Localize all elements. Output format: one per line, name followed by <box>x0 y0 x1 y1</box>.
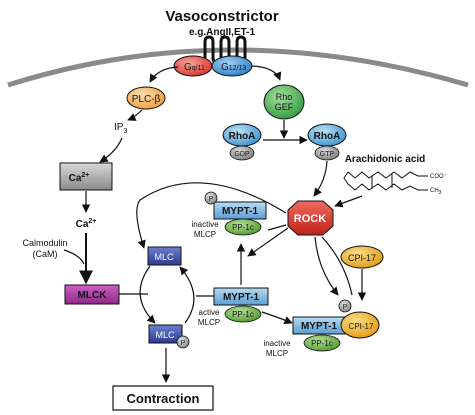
arrow-active-to-inactive-bottom <box>261 311 293 324</box>
plc-beta-node: PLC-β <box>126 86 166 110</box>
contraction-label: Contraction <box>127 391 200 406</box>
rock-node: ROCK <box>287 200 334 236</box>
arrow-calmodulin-to-mlck <box>63 249 85 265</box>
svg-text:Gq/11: Gq/11 <box>184 62 205 73</box>
ip3-label: IP3 <box>114 122 127 135</box>
arrow-rock-to-mlcp-cycle <box>247 227 289 257</box>
mlc-p-badge: P <box>181 340 186 347</box>
rock-label: ROCK <box>294 213 326 225</box>
ch3-main: CH <box>430 188 439 194</box>
gq11-protein: Gq/11 <box>173 55 213 77</box>
mypt-active-label: MYPT-1 <box>223 292 260 303</box>
diagram-subtitle: e.g.AngII,ET-1 <box>189 27 256 38</box>
rho-gef-line2: GEF <box>275 102 294 112</box>
ch3-label: CH3 <box>430 188 442 196</box>
mlc-label: MLC <box>154 252 174 262</box>
mlcp-top-name: MLCP <box>194 230 216 239</box>
cell-membrane <box>7 47 469 88</box>
arrow-gq-to-plc <box>149 66 179 83</box>
arrow-rock-to-mlc <box>136 182 287 249</box>
arrow-mlc-dephosphorylation <box>179 266 195 324</box>
diagram-title: Vasoconstrictor <box>165 8 279 25</box>
arrow-ip3-to-ca-store <box>99 137 123 163</box>
arrow-plc-to-ip3 <box>127 109 143 121</box>
contraction-box: Contraction <box>112 385 214 411</box>
g12-label: G <box>221 62 229 73</box>
mlcp-bottom-state: inactive <box>263 339 291 348</box>
arrow-rock-to-mlcp-bottom <box>314 236 339 296</box>
mlcp-inactive-bottom: MYPT-1 PP-1c CPI-17 P inactive MLCP <box>263 299 380 358</box>
coo-label: COO⁻ <box>430 174 447 180</box>
arrow-arachidonic-to-rock <box>334 195 363 208</box>
mypt-top-p-badge: P <box>209 196 214 203</box>
ip3-subscript: 3 <box>123 128 127 135</box>
rhoa-gtp-label: RhoA <box>314 131 341 142</box>
ca-free-main: Ca <box>76 219 89 230</box>
arachidonic-acid-structure <box>343 171 428 191</box>
arrow-mlc-phosphorylation <box>139 265 156 324</box>
mlcp-inactive-top: MYPT-1 P PP-1c inactive MLCP <box>191 191 267 239</box>
cpi17-label: CPI-17 <box>348 253 376 263</box>
rhoa-gdp-label: RhoA <box>229 131 256 142</box>
pp1c-active-label: PP-1c <box>232 310 254 319</box>
mlcp-top-state: inactive <box>191 220 219 229</box>
mlcp-active-state: active <box>199 308 220 317</box>
mypt-bottom-label: MYPT-1 <box>301 321 338 332</box>
arrow-g12-to-rhogef <box>251 65 282 81</box>
pp1c-bottom-label: PP-1c <box>311 339 333 348</box>
ca-store-main: Ca <box>69 173 82 184</box>
ca-free-superscript: 2+ <box>88 218 96 225</box>
calmodulin-abbrev: (CaM) <box>33 249 58 259</box>
cpi17-node: CPI-17 <box>340 245 384 269</box>
mlc-p-label: MLC <box>155 330 175 340</box>
arachidonic-acid-label: Arachidonic acid <box>345 154 426 165</box>
cpi17-bound-label: CPI-17 <box>349 322 374 331</box>
arrow-rhoa-to-rock <box>313 160 328 197</box>
rho-gef-line1: Rho <box>276 92 293 102</box>
gdp-label: GDP <box>234 151 250 158</box>
g1213-protein: G12/13 <box>211 55 253 77</box>
mlcp-bottom-name: MLCP <box>266 349 288 358</box>
ch3-subscript: 3 <box>439 190 442 196</box>
gq-label: G <box>184 62 192 73</box>
mlc-phospho-node: MLC P <box>148 324 190 349</box>
mypt-top-label: MYPT-1 <box>222 206 259 217</box>
svg-text:G12/13: G12/13 <box>221 62 246 73</box>
ip3-main: IP <box>114 122 124 133</box>
rhoa-gtp-node: RhoA GTP <box>307 123 347 161</box>
calmodulin-label: Calmodulin <box>22 238 67 248</box>
ca-store-superscript: 2+ <box>81 172 89 179</box>
gtp-label: GTP <box>320 151 335 158</box>
svg-text:Ca2+: Ca2+ <box>69 172 90 184</box>
mlck-node: MLCK <box>64 284 120 305</box>
mlck-label: MLCK <box>78 290 108 301</box>
ca-free-label: Ca2+ <box>76 218 97 230</box>
ca-store-box: Ca2+ <box>59 162 113 191</box>
pp1c-top-label: PP-1c <box>232 223 254 232</box>
mlcp-active-name: MLCP <box>198 318 220 327</box>
gq-subscript: q/11 <box>192 65 205 72</box>
cpi17-p-badge: P <box>343 304 348 311</box>
plc-beta-label: PLC-β <box>132 94 161 105</box>
rho-gef-node: Rho GEF <box>263 84 305 120</box>
mlc-node: MLC <box>147 246 182 266</box>
rhoa-gdp-node: RhoA GDP <box>222 123 262 161</box>
arrow-rock-to-cpi17 <box>321 236 353 296</box>
arrow-rock-to-mlcp-top <box>267 224 287 231</box>
gpcr-receptor <box>203 35 247 64</box>
g12-subscript: 12/13 <box>229 65 247 72</box>
mlcp-active: MYPT-1 PP-1c active MLCP <box>198 287 269 327</box>
